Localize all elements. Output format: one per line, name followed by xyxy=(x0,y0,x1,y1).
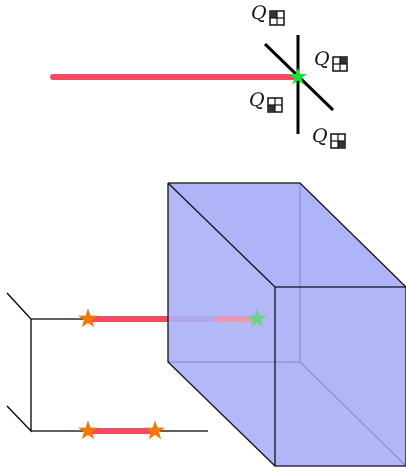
quadrant-bottom-left-icon xyxy=(267,97,283,113)
planes-figure xyxy=(6,182,406,467)
q-label-top: Q xyxy=(251,2,285,26)
cube-side-face xyxy=(168,183,275,466)
q-label-left: Q xyxy=(249,89,283,113)
quadrant-top-left-icon xyxy=(269,10,285,26)
cube-top-face xyxy=(168,183,406,287)
q-label-left-text: Q xyxy=(249,89,265,111)
q-label-bottom-text: Q xyxy=(312,125,328,147)
quadrant-bottom-right-icon xyxy=(330,133,346,149)
orange-star-bottom-right xyxy=(145,420,165,440)
junction-figure: Q Q Q xyxy=(50,2,348,149)
green-star-top xyxy=(289,67,307,85)
green-star-in-cube xyxy=(247,308,267,328)
orange-star-bottom-left xyxy=(78,420,98,440)
q-label-bottom: Q xyxy=(312,125,346,149)
q-label-right: Q xyxy=(314,48,348,72)
cube-visible-edges xyxy=(167,182,406,467)
left-plane-outline xyxy=(6,292,88,433)
q-label-right-text: Q xyxy=(314,48,330,70)
cube-hidden-edges xyxy=(168,183,406,467)
orange-star-upper-left xyxy=(78,308,98,328)
quadrant-top-right-icon xyxy=(332,56,348,72)
cube-front-face xyxy=(275,287,406,466)
q-label-top-text: Q xyxy=(251,2,267,24)
cube xyxy=(167,182,406,467)
